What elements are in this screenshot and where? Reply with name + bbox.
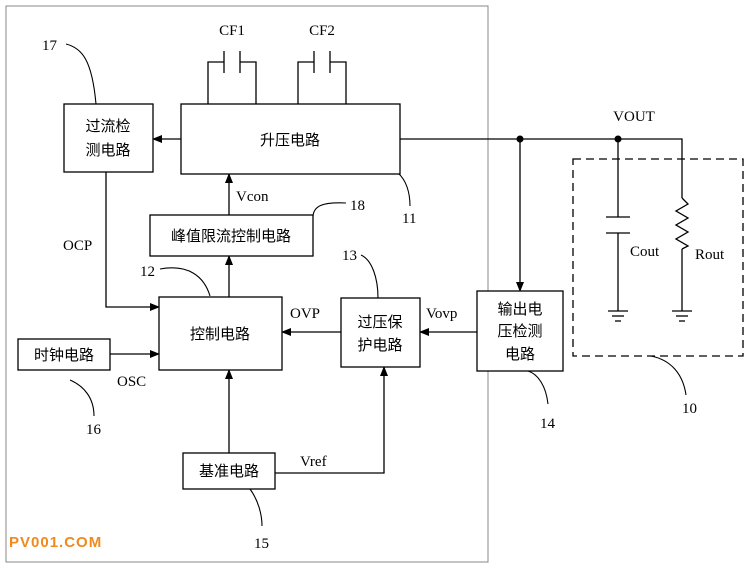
ref-17: 17 [42, 38, 58, 54]
leader-17 [65, 43, 97, 105]
out-detect-label-1: 输出电 [497, 300, 542, 318]
cf1-capacitor [207, 51, 257, 104]
ref-13: 13 [342, 248, 357, 264]
control-label: 控制电路 [190, 325, 250, 343]
peak-limit-label: 峰值限流控制电路 [171, 227, 291, 245]
out-detect-label-2: 压检测 [497, 322, 542, 340]
peak-limit-block [149, 214, 314, 257]
rout-resistor [672, 197, 692, 322]
cout-capacitor [606, 139, 630, 322]
leader-11 [397, 172, 411, 207]
wire-vref [275, 366, 388, 474]
ref-10: 10 [682, 401, 697, 417]
boost-label: 升压电路 [260, 131, 320, 149]
wire-ocp [105, 172, 160, 311]
cf2-label: CF2 [309, 23, 335, 39]
control-block [158, 296, 283, 371]
out-detect-block [476, 290, 564, 372]
ref-11: 11 [402, 211, 416, 227]
out-detect-label-3: 电路 [505, 345, 535, 363]
ovp-label: OVP [290, 306, 320, 322]
cf1-label: CF1 [219, 23, 245, 39]
ref-18: 18 [350, 198, 365, 214]
load-dashed-box [572, 158, 744, 357]
ocp-label: OCP [63, 238, 92, 254]
ref-12: 12 [140, 264, 155, 280]
watermark: PV001.COM [9, 534, 102, 551]
clock-block [17, 338, 111, 371]
chip-boundary [5, 5, 489, 563]
vref-label: Vref [300, 454, 327, 470]
ovp-label-2: 护电路 [357, 336, 402, 354]
vcon-label: Vcon [236, 189, 269, 205]
ref-16: 16 [86, 422, 102, 438]
ocp-detect-label-2: 测电路 [85, 141, 130, 159]
vout-label: VOUT [613, 109, 655, 125]
leader-14 [527, 370, 549, 405]
cf2-capacitor [297, 51, 347, 104]
ovp-block [340, 297, 421, 368]
reference-label: 基准电路 [199, 462, 259, 480]
ocp-detect-label-1: 过流检 [85, 117, 130, 135]
clock-label: 时钟电路 [34, 346, 94, 364]
leader-15 [249, 488, 263, 527]
leader-10 [650, 355, 687, 396]
ref-14: 14 [540, 416, 556, 432]
ovp-label-1: 过压保 [357, 313, 402, 331]
boost-circuit-block [180, 103, 401, 175]
rout-label: Rout [695, 247, 725, 263]
leader-18 [312, 202, 347, 217]
reference-block [182, 452, 276, 490]
wire-vout-rail [400, 138, 683, 198]
leader-16 [69, 379, 95, 417]
leader-13 [360, 254, 379, 299]
cout-label: Cout [630, 244, 660, 260]
ocp-detect-block [63, 103, 154, 173]
ref-15: 15 [254, 536, 269, 552]
vovp-label: Vovp [426, 306, 457, 322]
leader-12 [159, 267, 211, 297]
osc-label: OSC [117, 374, 146, 390]
